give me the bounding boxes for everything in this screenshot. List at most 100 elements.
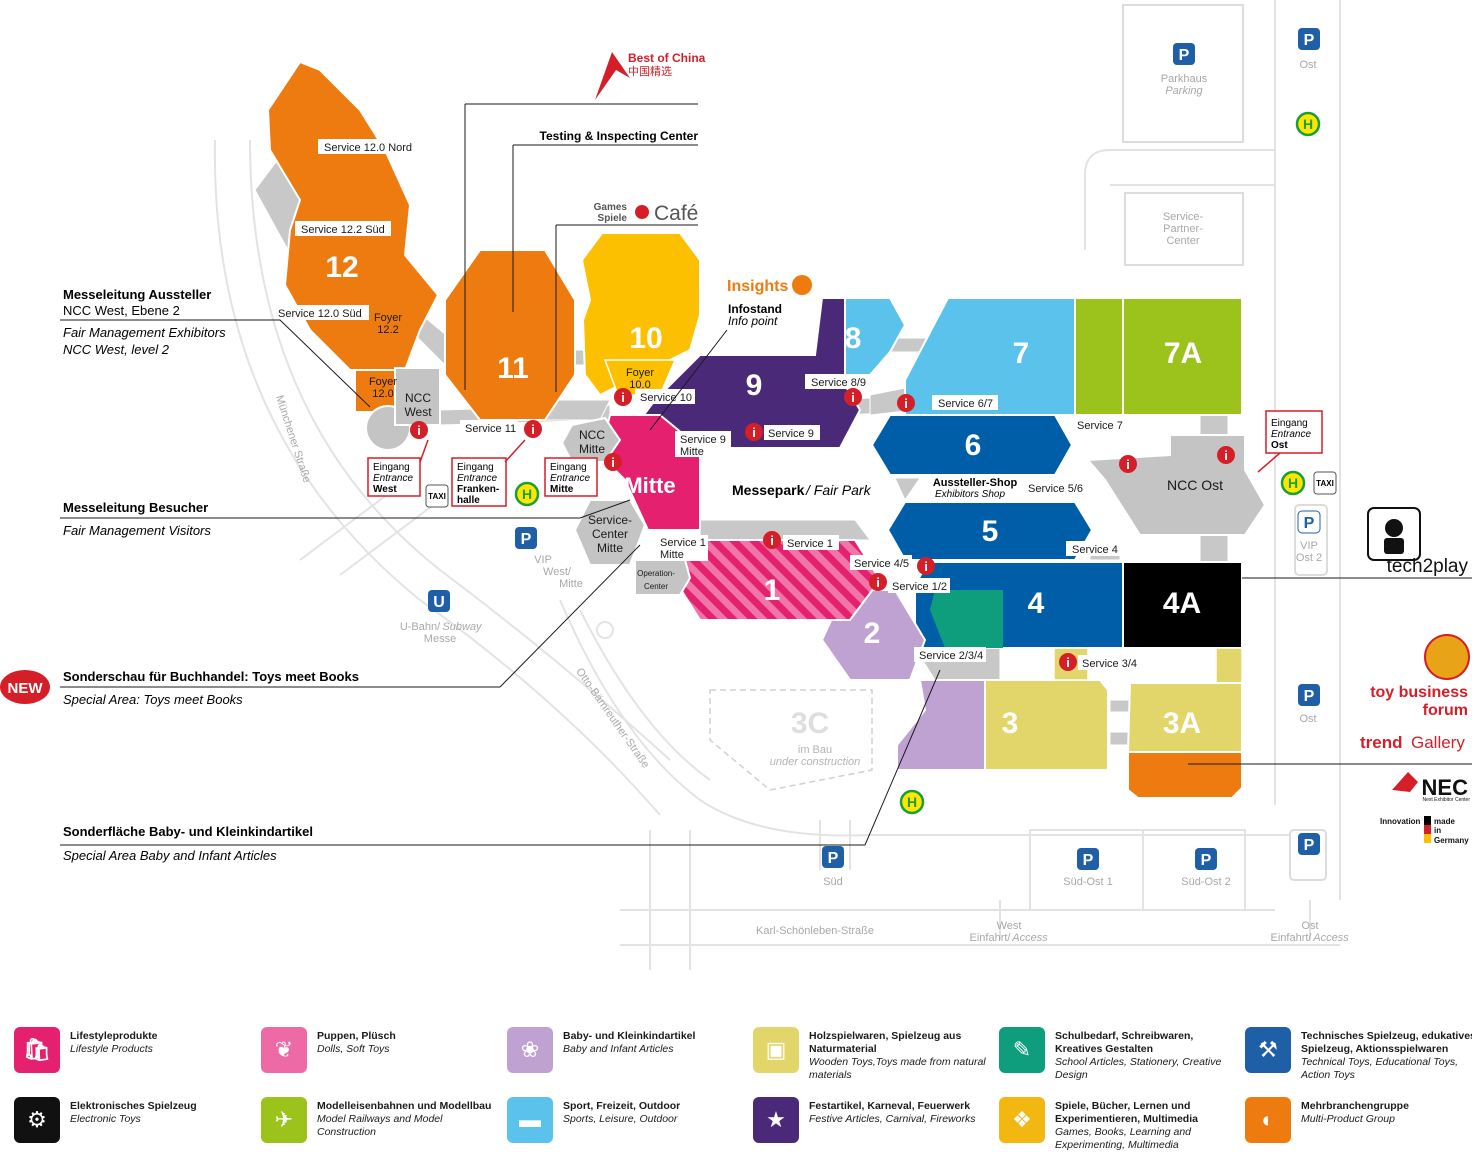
hall-9-number: 9: [746, 369, 763, 402]
hall-7a[interactable]: [1074, 297, 1243, 416]
service-center-line3: Mitte: [597, 541, 623, 555]
foyer-10-0-line2: 10.0: [629, 379, 650, 391]
hall-5[interactable]: [886, 501, 1094, 561]
new-badge-label: NEW: [8, 680, 44, 697]
bus-stop-markers[interactable]: [514, 111, 1321, 815]
legend-item-de: Spiele, Bücher, Lernen und Experimentier…: [1055, 1100, 1198, 1125]
service-1-2: Service 1/2: [892, 581, 947, 593]
spiele-label: Spiele: [598, 213, 628, 224]
taxi-markers[interactable]: [425, 471, 1337, 508]
service-12-0-nord: Service 12.0 Nord: [324, 142, 412, 154]
parking-icon: [1297, 510, 1321, 534]
hall-7a-number: 7A: [1164, 337, 1202, 370]
best-of-china-icon: [595, 52, 630, 100]
hall-12[interactable]: [266, 60, 440, 413]
svg-text:Franken-: Franken-: [457, 484, 499, 495]
spc-line1: Service-: [1163, 211, 1204, 223]
svg-text:Innovation: Innovation: [1380, 817, 1421, 826]
legend-item-de: Baby- und Kleinkindartikel: [563, 1030, 696, 1042]
parking-icon: [1298, 684, 1320, 706]
legend-item-de: Technisches Spielzeug, edukatives Spielz…: [1301, 1030, 1472, 1055]
hall-6[interactable]: [870, 414, 1074, 476]
callout-ml-aussteller-en2: NCC West, level 2: [63, 342, 170, 357]
parkhaus-label: Parkhaus: [1161, 73, 1208, 85]
sued-ost-2-label: Süd-Ost 2: [1181, 876, 1231, 888]
bus-stop-icon: [514, 481, 540, 507]
info-glyph: i: [621, 390, 625, 405]
sued-label: Süd: [823, 876, 843, 888]
spc-line2: Partner-: [1163, 223, 1203, 235]
svg-text:tech2play: tech2play: [1387, 556, 1469, 577]
ost-label: Ost: [1299, 713, 1316, 725]
parking-glyph: P: [1201, 852, 1212, 869]
taxi-glyph: TAXI: [428, 492, 446, 501]
foyer-10-0-line1: Foyer: [626, 367, 654, 379]
west-einfahrt-1: West: [997, 920, 1022, 932]
info-icon: [410, 421, 428, 439]
entrance-mitte[interactable]: Eingang Entrance Mitte: [544, 457, 598, 497]
svg-text:Ost: Ost: [1271, 440, 1288, 451]
hall-12-number: 12: [325, 251, 358, 284]
operation-center-line1: Operation-: [637, 569, 675, 578]
parking-glyph: P: [521, 531, 532, 548]
teddy-icon: ❦: [261, 1027, 307, 1073]
games-label: Games: [594, 202, 628, 213]
legend-item-en: Festive Articles, Carnival, Fireworks: [809, 1113, 976, 1125]
callout-ml-aussteller: Messeleitung Aussteller: [63, 287, 211, 302]
svg-text:Entrance: Entrance: [457, 473, 497, 484]
insights-x-icon: [792, 275, 812, 295]
vip-ost-line2: Ost 2: [1296, 552, 1322, 564]
info-glyph: i: [876, 575, 880, 590]
parking-glyph: P: [1304, 515, 1315, 532]
info-markers[interactable]: [410, 388, 1235, 671]
aussteller-shop-label: Aussteller-Shop: [933, 477, 1018, 489]
svg-text:Germany: Germany: [1434, 836, 1469, 845]
hall-10-number: 10: [629, 322, 662, 355]
info-glyph: i: [1224, 448, 1228, 463]
info-icon: [869, 573, 887, 591]
sued-ost-1-label: Süd-Ost 1: [1063, 876, 1113, 888]
svg-text:halle: halle: [457, 495, 480, 506]
bus-parking-outline: [1289, 829, 1327, 881]
best-of-china-label: Best of China: [628, 51, 706, 65]
hall-3[interactable]: [896, 647, 1109, 771]
svg-text:Eingang: Eingang: [550, 462, 587, 473]
svg-text:Entrance: Entrance: [373, 473, 413, 484]
entrance-frankenhalle[interactable]: Eingang Entrance Franken- halle: [451, 439, 526, 507]
info-glyph: i: [1066, 655, 1070, 670]
legend-item: ✎Schulbedarf, Schreibwaren, Kreatives Ge…: [999, 1027, 1239, 1082]
puzzle-icon: ❖: [999, 1097, 1045, 1143]
svg-text:Next Exhibitor Center: Next Exhibitor Center: [1422, 797, 1470, 803]
hall-mitte-label: Mitte: [624, 473, 675, 498]
hall-10[interactable]: [580, 232, 701, 397]
entrance-west[interactable]: Eingang Entrance West: [367, 439, 429, 497]
parking-icon: [515, 527, 537, 549]
callout-ml-aussteller-sub: NCC West, Ebene 2: [63, 303, 180, 318]
svg-text:forum: forum: [1423, 702, 1468, 719]
callout-ml-besucher-en: Fair Management Visitors: [63, 523, 211, 538]
fair-park-label: / Fair Park: [805, 482, 872, 498]
callout-sonderflaeche-en: Special Area Baby and Infant Articles: [63, 848, 277, 863]
road-network: [213, 0, 1341, 970]
parking-glyph: P: [1304, 688, 1315, 705]
service-center-line1: Service-: [588, 513, 632, 527]
hall-11[interactable]: [444, 249, 576, 421]
ost-einfahrt-2: Einfahrt/: [1271, 932, 1313, 944]
parking-markers[interactable]: [428, 28, 1321, 870]
service-7: Service 7: [1077, 420, 1123, 432]
info-glyph: i: [531, 422, 535, 437]
parking-glyph: P: [1179, 47, 1190, 64]
foyer-12-2-line1: Foyer: [374, 312, 402, 324]
entrance-ost[interactable]: Eingang Entrance Ost: [1257, 410, 1323, 473]
cafe-label: Café: [654, 202, 698, 225]
hall-4[interactable]: [914, 561, 1124, 649]
vip-ost-outline: [1294, 504, 1328, 576]
vip-ost-line1: VIP: [1300, 540, 1318, 552]
hall-4a[interactable]: [1122, 561, 1243, 649]
operation-center-line2: Center: [644, 582, 668, 591]
bus-stop-icon: [1295, 111, 1321, 137]
ncc-west-line1: NCC: [405, 391, 431, 405]
